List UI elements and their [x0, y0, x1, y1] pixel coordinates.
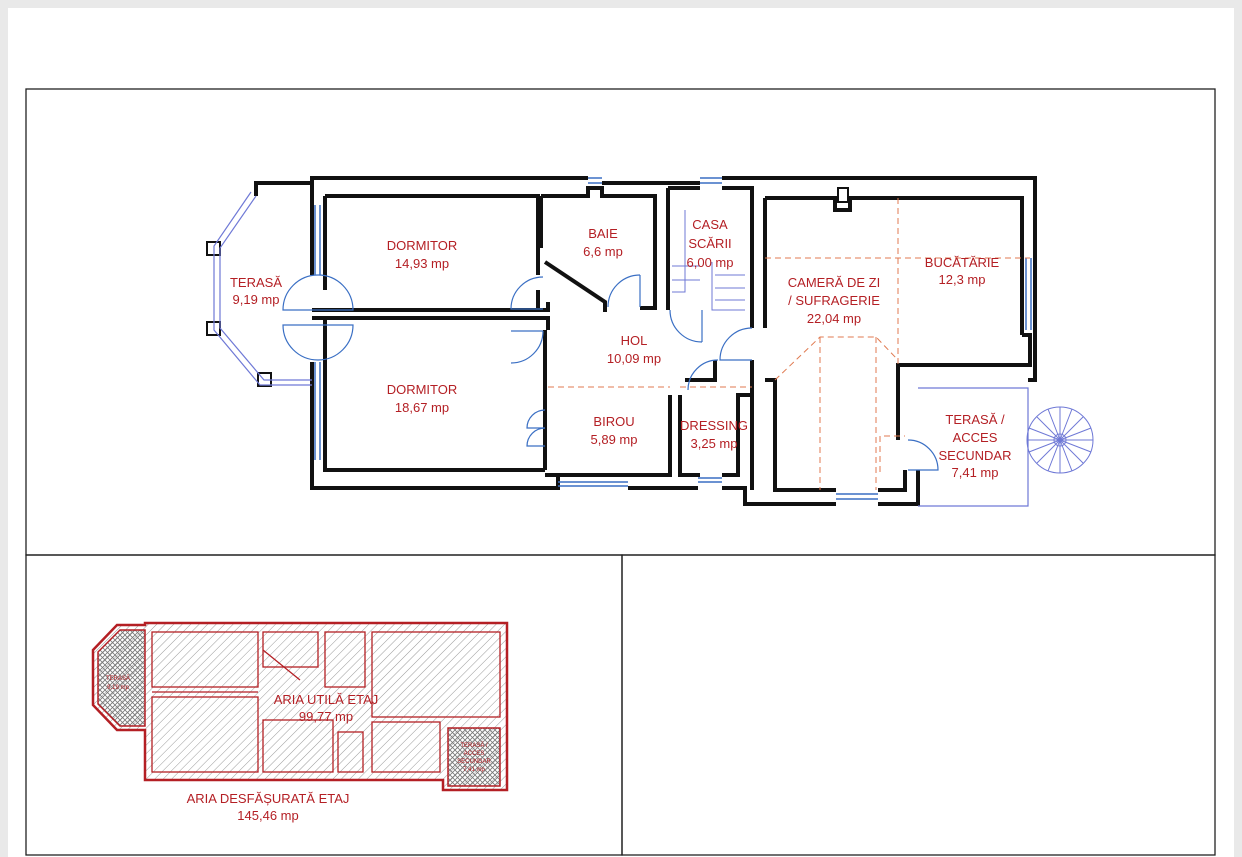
- total-area-title: ARIA DESFĂȘURATĂ ETAJ: [187, 791, 350, 806]
- room-area-dormitor-1: 14,93 mp: [395, 256, 449, 271]
- room-name-terasa-acces: TERASĂ /: [945, 412, 1005, 427]
- room-labels: TERASĂ 9,19 mp DORMITOR 14,93 mp DORMITO…: [230, 217, 1011, 480]
- room-area-camera-de-zi: 22,04 mp: [807, 311, 861, 326]
- small-terrace-right-name-3: SECUNDAR: [457, 759, 491, 765]
- room-area-terasa: 9,19 mp: [233, 292, 280, 307]
- room-name-dressing: DRESSING: [680, 418, 748, 433]
- dashed-lines: [548, 198, 1030, 490]
- drawing-sheet: TERASĂ 9,19 mp DORMITOR 14,93 mp DORMITO…: [8, 8, 1234, 857]
- small-terrace-right-name: TERASĂ /: [460, 742, 488, 749]
- area-summary-plan: ARIA UTILĂ ETAJ 99,77 mp TERASĂ 9,19 mp …: [91, 621, 509, 823]
- room-name-casa-scarii: CASA: [692, 217, 728, 232]
- small-terrace-left-name: TERASĂ: [106, 675, 130, 682]
- room-area-birou: 5,89 mp: [591, 432, 638, 447]
- room-area-hol: 10,09 mp: [607, 351, 661, 366]
- door-swings: [282, 274, 939, 471]
- room-name-camera-de-zi: CAMERĂ DE ZI: [788, 275, 880, 290]
- stairs: [672, 210, 745, 311]
- room-name-casa-scarii-2: SCĂRII: [688, 236, 731, 251]
- room-area-dormitor-2: 18,67 mp: [395, 400, 449, 415]
- exterior-walls: [254, 176, 1037, 506]
- small-terrace-left-area: 9,19 mp: [107, 685, 129, 691]
- room-area-terasa-acces: 7,41 mp: [952, 465, 999, 480]
- left-terrace-railing: [213, 191, 312, 386]
- spiral-staircase: [1026, 406, 1094, 474]
- small-terrace-right-area: 7,41 mp: [463, 767, 485, 773]
- room-name-terasa-acces-2: ACCES: [953, 430, 998, 445]
- room-area-casa-scarii: 6,00 mp: [687, 255, 734, 270]
- room-name-bucatarie: BUCĂTĂRIE: [925, 255, 1000, 270]
- total-area-value: 145,46 mp: [237, 808, 298, 823]
- room-name-sufragerie: / SUFRAGERIE: [788, 293, 880, 308]
- room-area-bucatarie: 12,3 mp: [939, 272, 986, 287]
- room-area-dressing: 3,25 mp: [691, 436, 738, 451]
- floor-plan-drawing: TERASĂ 9,19 mp DORMITOR 14,93 mp DORMITO…: [25, 88, 1216, 856]
- useful-area-title: ARIA UTILĂ ETAJ: [274, 692, 379, 707]
- secondary-terrace-outline: [918, 387, 1029, 507]
- room-name-dormitor-2: DORMITOR: [387, 382, 458, 397]
- room-name-baie: BAIE: [588, 226, 618, 241]
- room-name-birou: BIROU: [593, 414, 634, 429]
- room-area-baie: 6,6 mp: [583, 244, 623, 259]
- room-name-dormitor-1: DORMITOR: [387, 238, 458, 253]
- sheet-frames: [25, 88, 1216, 856]
- room-name-terasa: TERASĂ: [230, 275, 282, 290]
- room-name-terasa-acces-3: SECUNDAR: [939, 448, 1012, 463]
- windows: [314, 177, 1032, 500]
- small-terrace-right-name-2: ACCES: [464, 751, 485, 757]
- useful-area-value: 99,77 mp: [299, 709, 353, 724]
- room-name-hol: HOL: [621, 333, 648, 348]
